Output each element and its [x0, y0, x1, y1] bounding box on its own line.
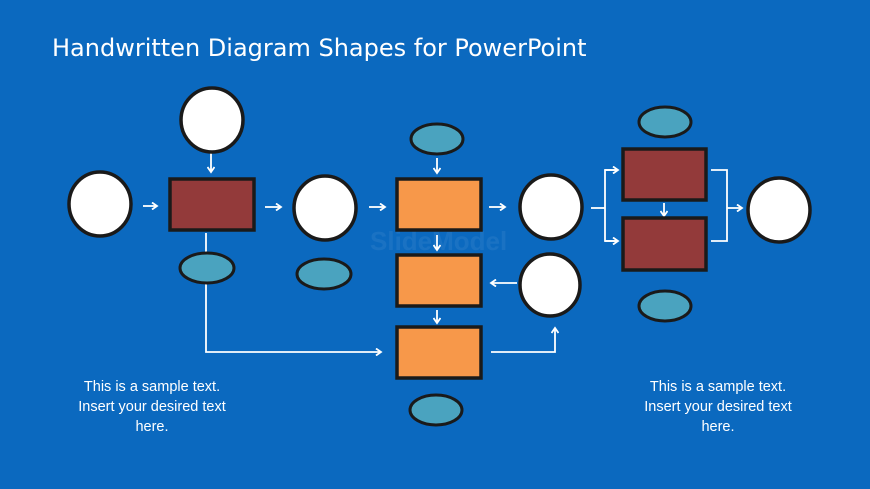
oval-shape [178, 251, 236, 285]
oval-shape [409, 122, 465, 156]
right-sample-text: This is a sample text. Insert your desir… [644, 379, 792, 435]
svg-text:Insert your desired text: Insert your desired text [644, 399, 792, 415]
oval-shape [637, 105, 693, 139]
svg-text:here.: here. [135, 419, 168, 435]
svg-text:Insert your desired text: Insert your desired text [78, 399, 226, 415]
process-box-orange [395, 253, 483, 308]
svg-text:This is a sample text.: This is a sample text. [650, 379, 786, 395]
process-box-maroon [168, 177, 256, 232]
process-box-orange [395, 177, 483, 232]
circle-shape [292, 174, 358, 242]
oval-shape [408, 393, 464, 427]
circle-shape [518, 173, 584, 241]
process-box-maroon [621, 147, 708, 202]
left-sample-text: This is a sample text. Insert your desir… [78, 379, 226, 435]
circle-shape [67, 170, 133, 238]
oval-shape [295, 257, 353, 291]
svg-text:here.: here. [701, 419, 734, 435]
svg-text:This is a sample text.: This is a sample text. [84, 379, 220, 395]
circle-shape [518, 252, 582, 318]
circle-shape [179, 86, 245, 154]
process-box-orange [395, 325, 483, 380]
slide-title: Handwritten Diagram Shapes for PowerPoin… [52, 34, 587, 62]
circle-shape [746, 176, 812, 244]
process-box-maroon [621, 216, 708, 272]
oval-shape [637, 289, 693, 323]
